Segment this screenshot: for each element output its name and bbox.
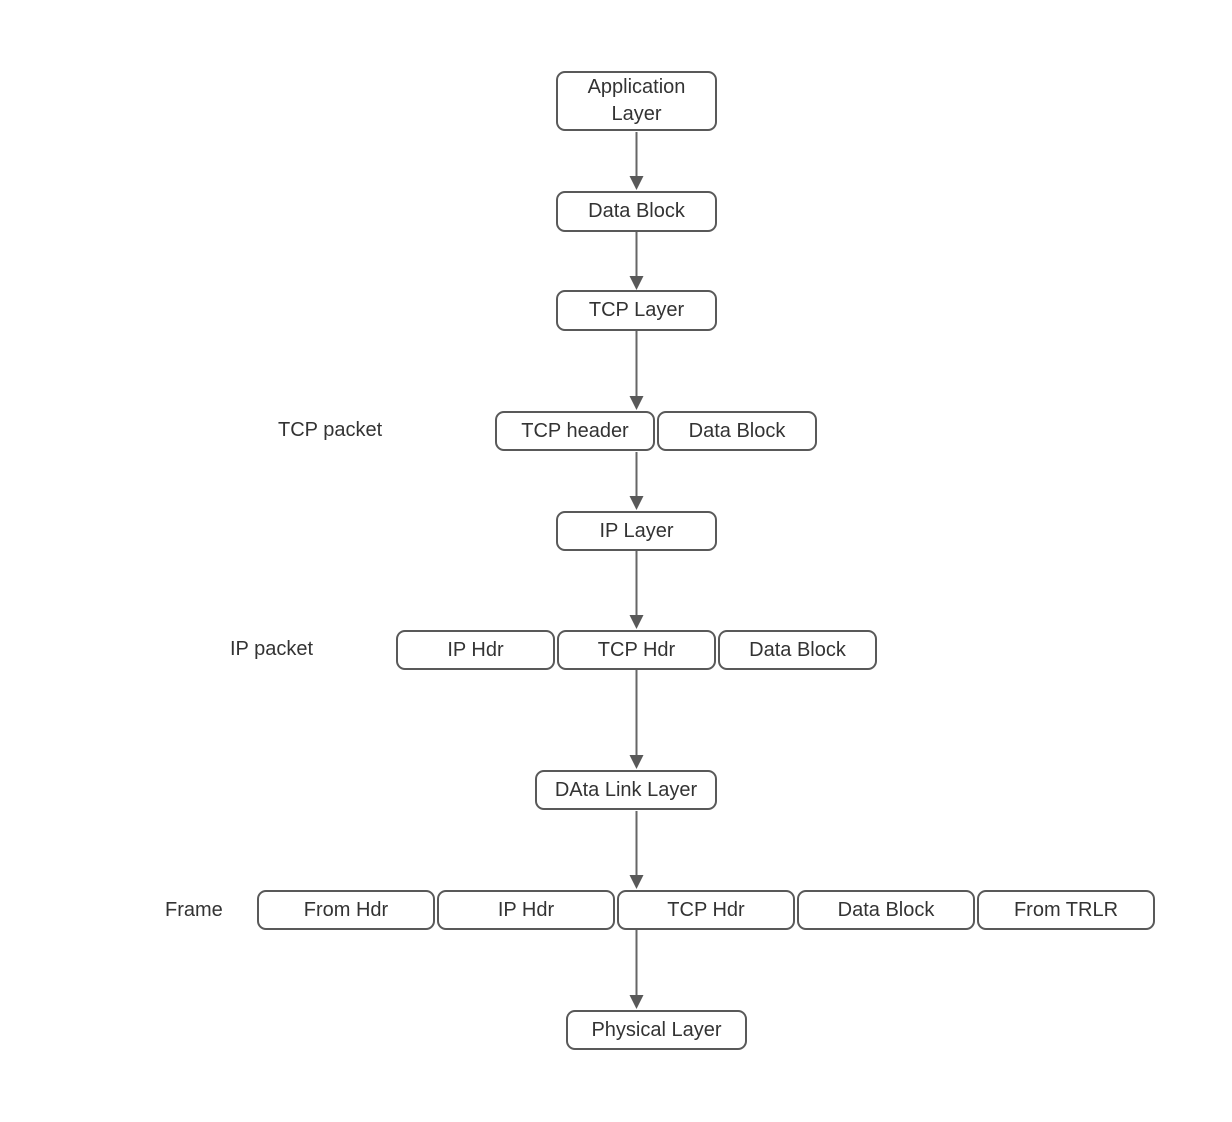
node-data-link-layer: DAta Link Layer — [535, 770, 717, 810]
label-frame: Frame — [165, 899, 223, 921]
label-ip-packet: IP packet — [230, 638, 314, 660]
node-frame-data-block: Data Block — [797, 890, 975, 930]
node-ip-packet-data-block: Data Block — [718, 630, 877, 670]
node-ip-packet-ip-hdr: IP Hdr — [396, 630, 555, 670]
node-data-block: Data Block — [556, 191, 717, 232]
node-tcp-packet-data-block: Data Block — [657, 411, 817, 451]
node-application-layer: Application Layer — [556, 71, 717, 131]
arrow-tcplayer-to-tcppacket — [629, 331, 644, 410]
arrow-datalink-to-frame — [629, 811, 644, 889]
node-ip-packet-tcp-hdr: TCP Hdr — [557, 630, 716, 670]
node-frame-tcp-hdr: TCP Hdr — [617, 890, 795, 930]
arrow-ippacket-to-datalink — [629, 670, 644, 769]
arrow-iplayer-to-ippacket — [629, 551, 644, 629]
label-tcp-packet: TCP packet — [278, 419, 383, 441]
arrow-application-to-datablock — [629, 132, 644, 190]
node-tcp-header: TCP header — [495, 411, 655, 451]
arrow-datablock-to-tcplayer — [629, 232, 644, 290]
arrow-tcppacket-to-iplayer — [629, 452, 644, 510]
arrow-frame-to-physical — [629, 930, 644, 1009]
node-frame-from-hdr: From Hdr — [257, 890, 435, 930]
node-frame-ip-hdr: IP Hdr — [437, 890, 615, 930]
node-physical-layer: Physical Layer — [566, 1010, 747, 1050]
node-ip-layer: IP Layer — [556, 511, 717, 551]
node-frame-from-trlr: From TRLR — [977, 890, 1155, 930]
node-tcp-layer: TCP Layer — [556, 290, 717, 331]
